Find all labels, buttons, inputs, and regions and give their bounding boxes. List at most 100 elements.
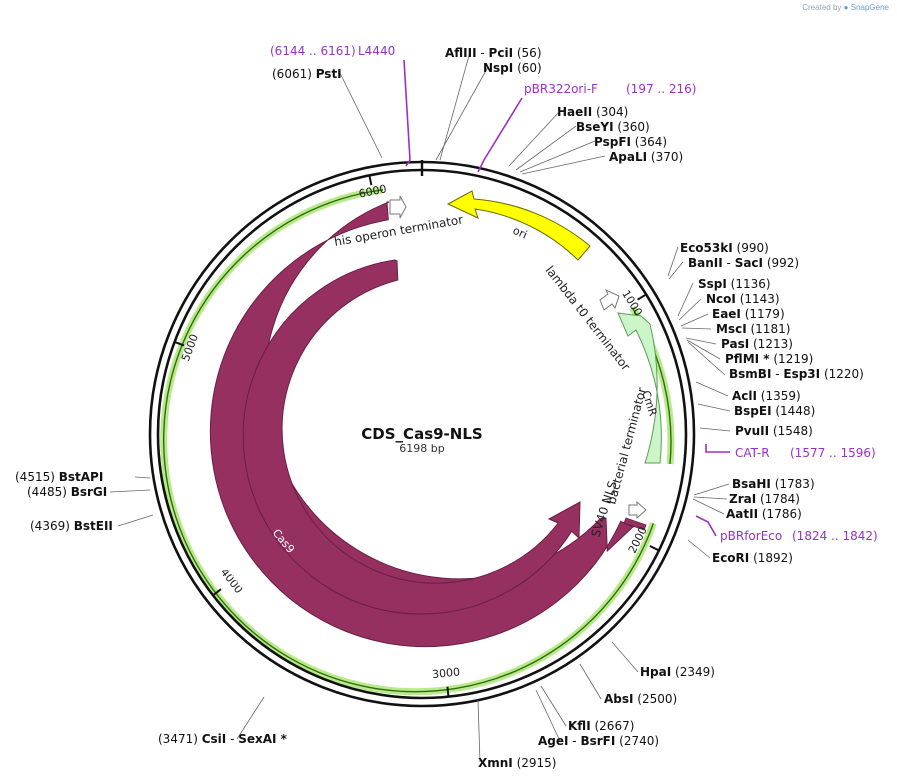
- site-bsmbi: BsmBI - Esp3I (1220): [729, 367, 864, 381]
- primer-labels: (6144 .. 6161) L4440 pBR322ori-F (197 ..…: [270, 44, 878, 543]
- sv40-nls-label: SV40 NLS: [589, 479, 620, 539]
- site-name: PvuII: [735, 424, 769, 438]
- site-name-secondary: SacI: [735, 256, 763, 270]
- primer-cat-r-marker: [705, 444, 730, 453]
- site-name-secondary: Esp3I: [783, 367, 820, 381]
- site-xmni: XmnI (2915): [478, 756, 556, 770]
- site-leader-lines: [109, 51, 731, 763]
- primer-pbrforeco-name: pBRforEco: [720, 529, 782, 543]
- site-position: (56): [513, 46, 541, 60]
- tick-mark-2000: [649, 545, 660, 552]
- site-position: (60): [513, 61, 541, 75]
- site-name: EcoRI: [712, 551, 749, 565]
- site-position: (1179): [741, 307, 785, 321]
- site-name: AclI: [732, 389, 757, 403]
- ori-arrow: [446, 190, 591, 261]
- site-position: (4515): [15, 470, 59, 484]
- site-name: PspFI: [594, 135, 631, 149]
- lambda-terminator-arrow: [599, 288, 620, 311]
- tick-label-6000: 6000: [358, 182, 388, 200]
- primer-l4440-marker: [403, 59, 411, 167]
- site-pvuii: PvuII (1548): [735, 424, 813, 438]
- site-agei: AgeI - BsrFI (2740): [538, 734, 659, 748]
- site-position: (364): [631, 135, 667, 149]
- site-bspei: BspEI (1448): [734, 404, 815, 418]
- site-apali: ApaLI (370): [609, 150, 683, 164]
- site-pasi: PasI (1213): [721, 337, 793, 351]
- primer-pbrforeco-range: (1824 .. 1842): [792, 529, 878, 543]
- site-name: MscI: [716, 322, 747, 336]
- site-bsrgi: (4485) BsrGI: [27, 485, 107, 499]
- site-position: (1786): [758, 507, 802, 521]
- site-ncoi: NcoI (1143): [706, 292, 780, 306]
- sv40-nls-marker: [623, 517, 647, 531]
- site-position: (1213): [749, 337, 793, 351]
- site-name: HpaI: [640, 665, 671, 679]
- site-eaei: EaeI (1179): [712, 307, 785, 321]
- site-name: BsmBI: [729, 367, 771, 381]
- site-position: (1548): [769, 424, 813, 438]
- site-position: (1219): [770, 352, 814, 366]
- site-name: NcoI: [706, 292, 736, 306]
- his-terminator-arrow: [389, 195, 407, 219]
- site-name: AflIII: [445, 46, 477, 60]
- site-position: (992): [763, 256, 799, 270]
- tick-mark-6000: [368, 175, 373, 186]
- credit-brand: SnapGene: [850, 3, 889, 12]
- site-name: PasI: [721, 337, 749, 351]
- his-operon-terminator-label: his operon terminator: [333, 212, 464, 248]
- plasmid-length: 6198 bp: [399, 442, 444, 455]
- site-nspi: NspI (60): [483, 61, 542, 75]
- site-pflmi: PflMI * (1219): [725, 352, 813, 366]
- site-name: BseYI: [576, 120, 614, 134]
- site-name: BspEI: [734, 404, 772, 418]
- site-name-secondary: PciI: [489, 46, 514, 60]
- site-eco53ki: Eco53kI (990): [680, 241, 769, 255]
- site-name: XmnI: [478, 756, 513, 770]
- site-pspfi: PspFI (364): [594, 135, 667, 149]
- site-name-secondary: SexAI *: [238, 732, 287, 746]
- site-banii: BanII - SacI (992): [688, 256, 799, 270]
- site-bstapi: (4515) BstAPI: [15, 470, 103, 484]
- site-name: BsaHI: [732, 477, 771, 491]
- site-name: ZraI: [729, 492, 756, 506]
- site-acli: AclI (1359): [732, 389, 801, 403]
- site-sspi: SspI (1136): [698, 277, 771, 291]
- site-name: SspI: [698, 277, 727, 291]
- site-name: BsrGI: [71, 485, 108, 499]
- site-position: (6061): [272, 67, 316, 81]
- bacterial-terminator-arrow: [628, 500, 647, 520]
- primer-pbrforeco-marker: [695, 515, 717, 537]
- site-name: NspI: [483, 61, 513, 75]
- ori-label: ori: [511, 224, 529, 242]
- site-aatii: AatII (1786): [726, 507, 802, 521]
- site-position: (1181): [747, 322, 791, 336]
- plasmid-name: CDS_Cas9-NLS: [361, 425, 482, 443]
- site-ecori: EcoRI (1892): [712, 551, 793, 565]
- site-position: (1783): [771, 477, 815, 491]
- site-position: (1359): [757, 389, 801, 403]
- site-zrai: ZraI (1784): [729, 492, 800, 506]
- site-name: BstEII: [74, 519, 113, 533]
- site-name: CsiI: [202, 732, 227, 746]
- site-position: (1143): [736, 292, 780, 306]
- site-name: BstAPI: [59, 470, 104, 484]
- primer-l4440-name: L4440: [358, 44, 395, 58]
- site-hpai: HpaI (2349): [640, 665, 715, 679]
- site-position: (370): [647, 150, 683, 164]
- site-position: (4369): [30, 519, 74, 533]
- tick-mark-5000: [174, 340, 185, 347]
- site-separator: -: [723, 256, 735, 270]
- site-position: (304): [592, 105, 628, 119]
- site-name: PstI: [316, 67, 342, 81]
- site-separator: -: [568, 734, 580, 748]
- snapgene-logo-icon: ●: [843, 3, 849, 12]
- site-afliii: AflIII - PciI (56): [445, 46, 542, 60]
- site-name: PflMI *: [725, 352, 770, 366]
- site-position: (2667): [591, 719, 635, 733]
- site-position: (360): [614, 120, 650, 134]
- site-bsteii: (4369) BstEII: [30, 519, 113, 533]
- site-csii: (3471) CsiI - SexAI *: [158, 732, 288, 746]
